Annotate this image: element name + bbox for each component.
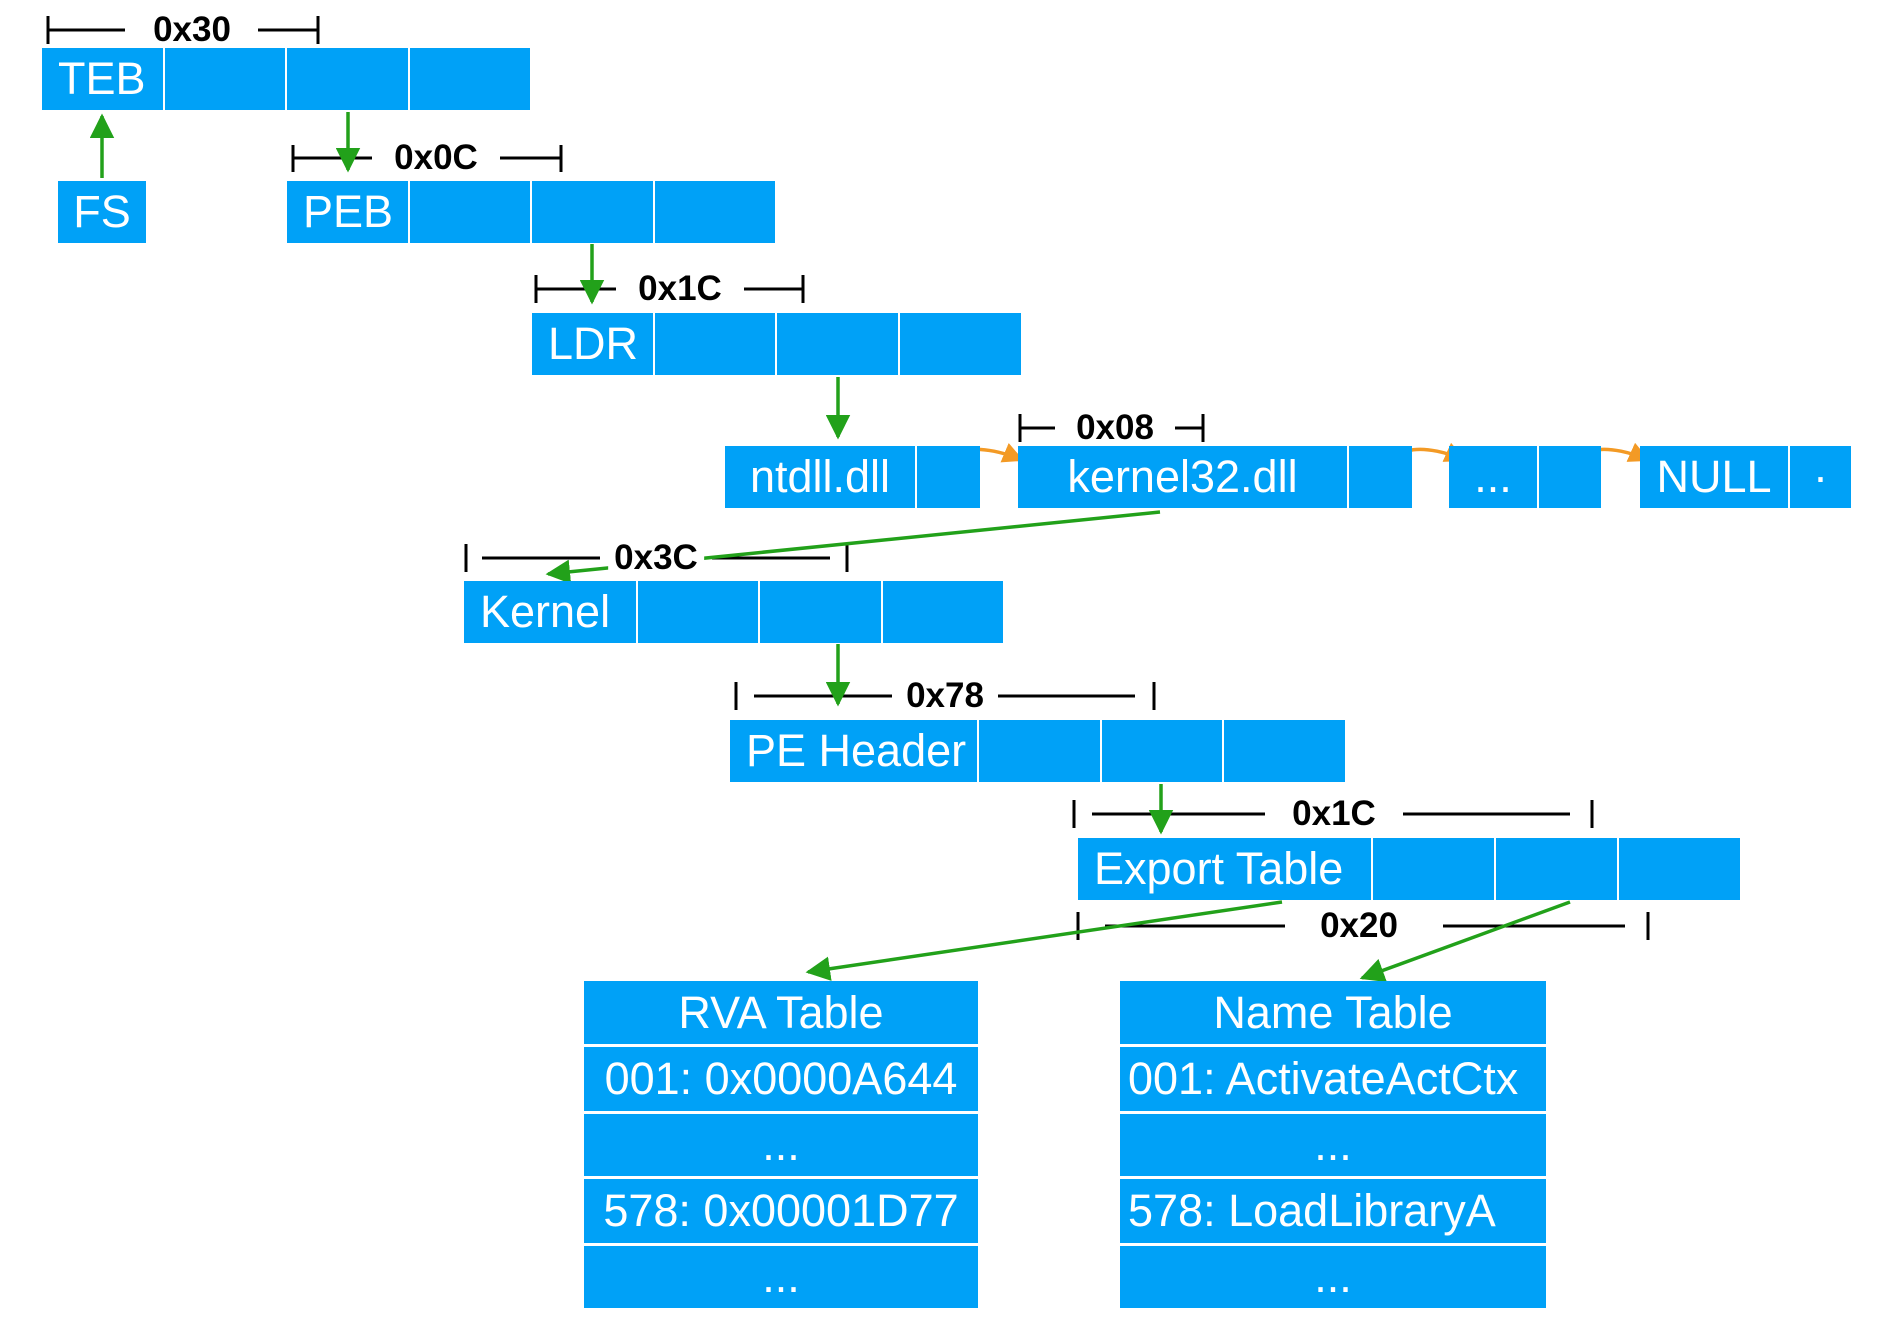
offset-label-dll-base: 0x3C (608, 538, 704, 578)
arrow-export-to-name (1359, 900, 1571, 982)
export-table-field (1373, 838, 1494, 900)
peb-block: PEB (287, 181, 408, 243)
offset-label-pe-export: 0x78 (900, 676, 990, 716)
rva-table-row: 001: 0x0000A644 (584, 1047, 978, 1111)
offset-label-peb-ldr: 0x0C (388, 138, 484, 178)
ldr-block: LDR (532, 313, 653, 375)
offset-label-flink: 0x08 (1070, 408, 1160, 448)
peb-field (410, 181, 530, 243)
rva-table-row: ... (584, 1114, 978, 1176)
peb-field (655, 181, 775, 243)
peb-ldr-pointer (532, 181, 653, 243)
offset-label-ldr-list: 0x1C (632, 269, 728, 309)
name-table-header: Name Table (1120, 981, 1546, 1044)
pe-header-field (1102, 720, 1222, 782)
ldr-field (655, 313, 775, 375)
bracket-export-rva (1076, 912, 1650, 940)
pe-header-field (1224, 720, 1345, 782)
ellipsis-node: ... (1449, 446, 1537, 508)
ldr-list-pointer (777, 313, 898, 375)
bracket-teb-peb (46, 16, 320, 44)
pe-header-block: PE Header (730, 720, 977, 782)
bracket-export-names (1072, 800, 1594, 828)
teb-peb-pointer (287, 48, 408, 110)
teb-block: TEB (42, 48, 163, 110)
kernel32-node: kernel32.dll (1018, 446, 1347, 508)
offset-label-export-names: 0x1C (1286, 794, 1382, 834)
teb-field (410, 48, 530, 110)
export-table-block: Export Table (1078, 838, 1371, 900)
ntdll-flink (917, 446, 980, 508)
bracket-flink (1018, 414, 1205, 442)
name-table-row: 001: ActivateActCtx (1120, 1047, 1546, 1111)
teb-field (165, 48, 285, 110)
fs-register: FS (58, 181, 146, 243)
ellipsis-flink (1539, 446, 1601, 508)
ldr-field (900, 313, 1021, 375)
kernel-block: Kernel (464, 581, 636, 643)
kernel32-flink (1349, 446, 1412, 508)
kernel-field (883, 581, 1003, 643)
null-node: NULL (1640, 446, 1788, 508)
name-table-row: ... (1120, 1246, 1546, 1308)
name-table-row: ... (1120, 1114, 1546, 1176)
bracket-pe-export (734, 682, 1156, 710)
null-flink: · (1790, 446, 1851, 508)
bracket-dll-base (464, 544, 849, 572)
export-table-field (1619, 838, 1740, 900)
arrow-export-to-rva (805, 900, 1283, 981)
rva-table-row: 578: 0x00001D77 (584, 1179, 978, 1243)
export-table-field (1496, 838, 1617, 900)
pe-header-field (979, 720, 1100, 782)
kernel-field (760, 581, 881, 643)
offset-label-export-rva: 0x20 (1314, 906, 1404, 946)
ntdll-node: ntdll.dll (725, 446, 915, 508)
name-table-row: 578: LoadLibraryA (1120, 1179, 1546, 1243)
kernel-pe-offset (638, 581, 758, 643)
rva-table-row: ... (584, 1246, 978, 1308)
offset-label-teb-peb: 0x30 (147, 10, 237, 50)
rva-table-header: RVA Table (584, 981, 978, 1044)
